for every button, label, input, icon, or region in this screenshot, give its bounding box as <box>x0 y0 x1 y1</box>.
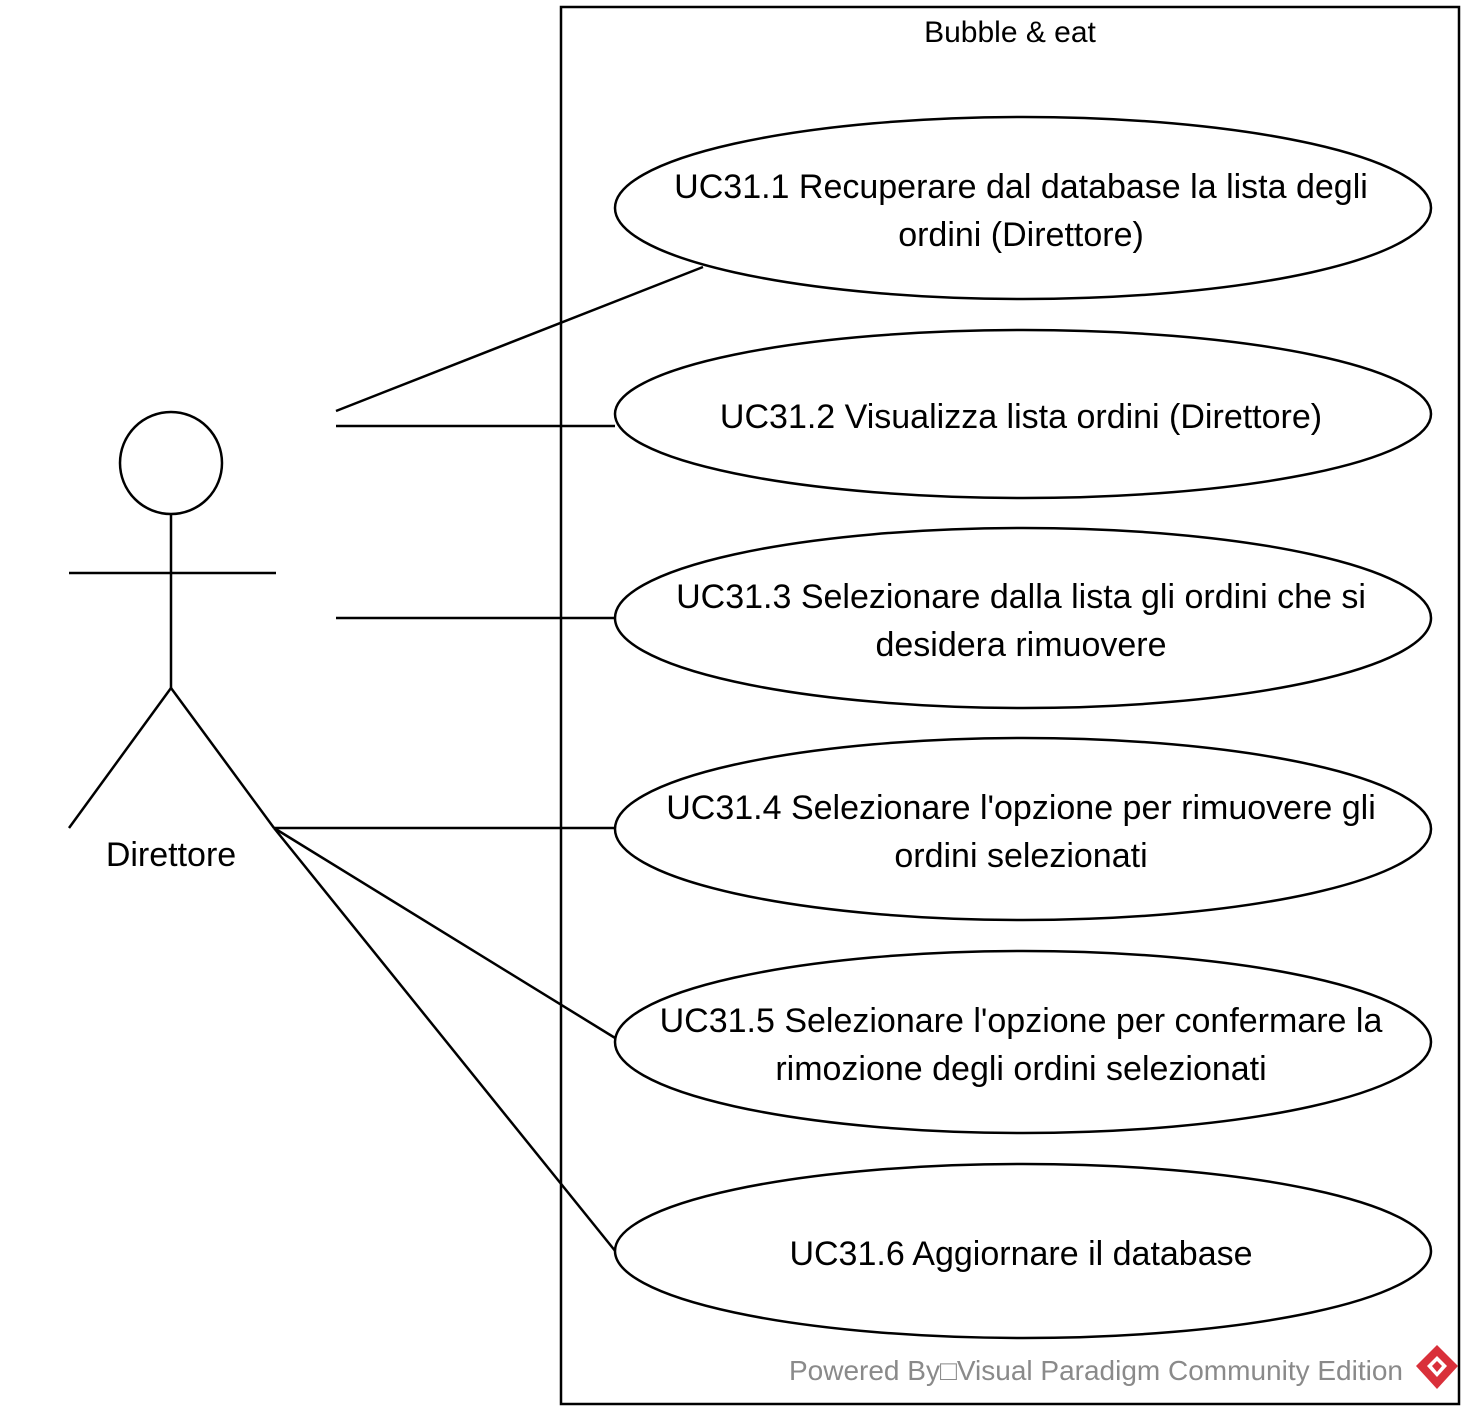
association-uc5 <box>273 826 621 1043</box>
system-title: Bubble & eat <box>924 16 1096 49</box>
use-case-label: desidera rimuovere <box>875 626 1166 664</box>
use-case-1[interactable]: UC31.1 Recuperare dal database la lista … <box>613 115 1433 301</box>
association-uc6 <box>273 827 617 1253</box>
use-case-label: ordini selezionati <box>894 837 1147 875</box>
association-uc1 <box>335 265 704 413</box>
use-case-ellipse <box>613 1162 1433 1340</box>
use-case-ellipse <box>613 736 1433 922</box>
use-case-3[interactable]: UC31.3 Selezionare dalla lista gli ordin… <box>613 526 1433 710</box>
visual-paradigm-logo-icon <box>1416 1345 1458 1389</box>
use-case-ellipse <box>613 328 1433 500</box>
use-case-label: UC31.2 Visualizza lista ordini (Direttor… <box>720 398 1322 436</box>
use-case-label: UC31.6 Aggiornare il database <box>789 1235 1252 1273</box>
use-case-ellipse <box>613 526 1433 710</box>
use-case-label: UC31.5 Selezionare l'opzione per conferm… <box>660 1002 1383 1040</box>
use-case-label: UC31.4 Selezionare l'opzione per rimuove… <box>666 789 1376 827</box>
use-case-label: ordini (Direttore) <box>898 216 1144 254</box>
actor-label: Direttore <box>106 836 236 874</box>
use-case-6[interactable]: UC31.6 Aggiornare il database <box>613 1162 1433 1340</box>
actor-direttore[interactable]: Direttore <box>67 410 276 874</box>
actor-left-leg <box>67 687 173 829</box>
use-case-ellipse <box>613 949 1433 1135</box>
use-case-2[interactable]: UC31.2 Visualizza lista ordini (Direttor… <box>613 328 1433 500</box>
use-case-4[interactable]: UC31.4 Selezionare l'opzione per rimuove… <box>613 736 1433 922</box>
actor-head <box>118 410 224 516</box>
actor-right-leg <box>169 687 276 829</box>
use-case-label: UC31.3 Selezionare dalla lista gli ordin… <box>676 578 1366 616</box>
use-case-5[interactable]: UC31.5 Selezionare l'opzione per conferm… <box>613 949 1433 1135</box>
system-boundary <box>559 5 1461 1406</box>
use-case-label: rimozione degli ordini selezionati <box>775 1050 1266 1088</box>
powered-by-watermark: Powered By□Visual Paradigm Community Edi… <box>789 1355 1403 1386</box>
associations <box>273 265 704 1253</box>
use-case-label: UC31.1 Recuperare dal database la lista … <box>674 168 1368 206</box>
use-case-ellipse <box>613 115 1433 301</box>
